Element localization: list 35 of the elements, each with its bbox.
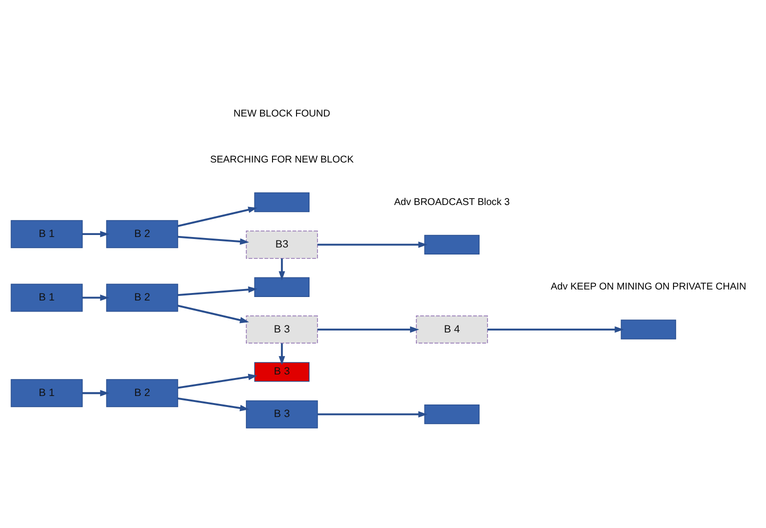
- node-box: B 1: [10, 284, 83, 312]
- node-box: [620, 320, 676, 340]
- arrow: [82, 294, 110, 301]
- arrow: [178, 236, 250, 245]
- node-box: B 1: [10, 220, 83, 248]
- arrow: [178, 398, 250, 412]
- arrow: [82, 230, 110, 238]
- label: Adv BROADCAST Block 3: [394, 196, 510, 208]
- node-box: B 2: [106, 220, 178, 248]
- node-box: [424, 404, 480, 424]
- node-box: B 2: [106, 379, 178, 408]
- arrow: [318, 326, 420, 333]
- arrow: [178, 286, 258, 296]
- arrow: [278, 258, 286, 280]
- node-box: B 3: [246, 316, 318, 344]
- node-box: B 3: [254, 362, 310, 382]
- arrow: [178, 206, 258, 227]
- node-box: [254, 192, 310, 212]
- arrow: [178, 304, 250, 324]
- node-box: B 1: [10, 379, 83, 408]
- node-box: B 4: [416, 316, 488, 344]
- node-box: [424, 234, 480, 255]
- arrow: [278, 343, 286, 366]
- arrow: [488, 326, 624, 333]
- node-box: B 2: [106, 284, 178, 312]
- node-box: [254, 277, 310, 297]
- node-box: B 3: [246, 400, 318, 428]
- arrow: [82, 390, 110, 396]
- label: SEARCHING FOR NEW BLOCK: [210, 154, 354, 166]
- label: NEW BLOCK FOUND: [234, 108, 330, 120]
- arrow: [178, 374, 258, 389]
- node-box: B3: [246, 230, 318, 259]
- arrow: [318, 411, 428, 418]
- arrow: [318, 242, 428, 248]
- label: Adv KEEP ON MINING ON PRIVATE CHAIN: [550, 282, 746, 293]
